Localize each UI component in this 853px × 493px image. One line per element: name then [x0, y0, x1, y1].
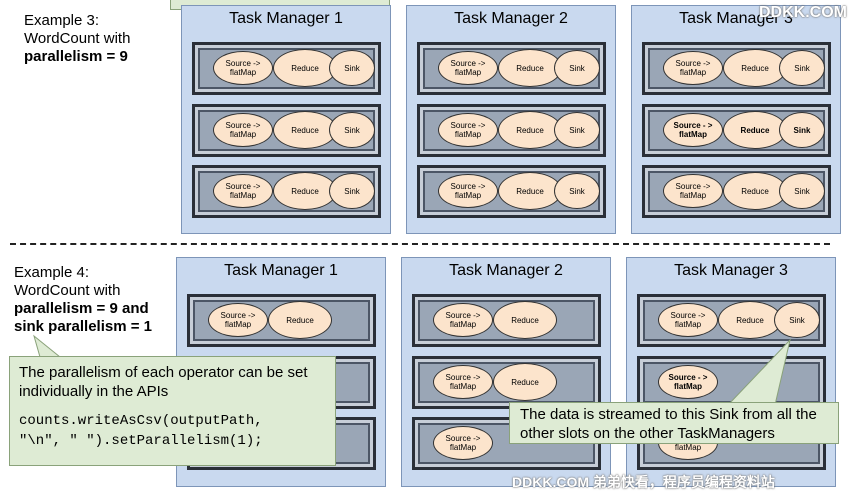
ex3-task-manager-2: Task Manager 2 Source -> flatMap Reduce …: [406, 5, 616, 234]
ex4-tm2-slot-2: Source -> flatMap Reduce: [412, 356, 601, 409]
sink-operator: Sink: [774, 302, 820, 338]
source-flatmap-operator: Source -> flatMap: [663, 174, 723, 208]
example4-line2: WordCount with: [14, 282, 121, 299]
ex3-tm3-slot-1: Source -> flatMap Reduce Sink: [642, 42, 831, 95]
watermark-top: DDKK.COM: [759, 4, 847, 21]
ex3-task-manager-3: Task Manager 3 Source -> flatMap Reduce …: [631, 5, 841, 234]
code-line-1: counts.writeAsCsv(outputPath,: [19, 413, 263, 429]
ex3-tm3-slot-3: Source -> flatMap Reduce Sink: [642, 165, 831, 218]
source-flatmap-operator: Source -> flatMap: [438, 113, 498, 147]
sink-operator: Sink: [329, 50, 375, 86]
sink-operator: Sink: [779, 50, 825, 86]
source-flatmap-operator: Source -> flatMap: [433, 365, 493, 399]
reduce-operator: Reduce: [498, 111, 562, 149]
sink-operator: Sink: [329, 112, 375, 148]
source-flatmap-operator: Source -> flatMap: [213, 51, 273, 85]
ex3-task-manager-1: Task Manager 1 Source -> flatMap Reduce …: [181, 5, 391, 234]
ex3-tm2-slot-1: Source -> flatMap Reduce Sink: [417, 42, 606, 95]
ex3-tm1-slot-1: Source -> flatMap Reduce Sink: [192, 42, 381, 95]
left-callout-pointer: [33, 334, 62, 358]
sink-operator: Sink: [779, 112, 825, 148]
parallelism-code-snippet: counts.writeAsCsv(outputPath, "\n", " ").…: [19, 411, 326, 451]
section-divider: [10, 243, 830, 245]
ex4-tm1-slot-1: Source -> flatMap Reduce: [187, 294, 376, 347]
sink-operator: Sink: [554, 112, 600, 148]
ex4-task-manager-3: Task Manager 3 Source -> flatMap Reduce …: [626, 257, 836, 487]
example4-line4: sink parallelism = 1: [14, 318, 152, 335]
reduce-operator: Reduce: [493, 363, 557, 401]
source-flatmap-operator: Source - > flatMap: [663, 113, 723, 147]
code-line-2: "\n", " ").setParallelism(1);: [19, 433, 263, 449]
ex3-tm3-title: Task Manager 3: [679, 10, 793, 27]
example3-line2: WordCount with: [24, 30, 131, 47]
ex4-tm3-title: Task Manager 3: [674, 262, 788, 279]
ex4-tm3-slot-2: Source - > flatMap: [637, 356, 826, 409]
ex3-tm2-title: Task Manager 2: [454, 10, 568, 27]
source-flatmap-operator: Source -> flatMap: [213, 113, 273, 147]
source-flatmap-operator: Source -> flatMap: [433, 426, 493, 460]
source-flatmap-operator: Source -> flatMap: [208, 303, 268, 337]
ex3-tm1-title: Task Manager 1: [229, 10, 343, 27]
reduce-operator: Reduce: [493, 301, 557, 339]
source-flatmap-operator: Source -> flatMap: [438, 174, 498, 208]
source-flatmap-operator: Source -> flatMap: [658, 303, 718, 337]
sink-operator: Sink: [779, 173, 825, 209]
sink-stream-callout-text: The data is streamed to this Sink from a…: [520, 406, 817, 442]
sink-stream-callout: The data is streamed to this Sink from a…: [509, 402, 839, 444]
sink-operator: Sink: [554, 173, 600, 209]
ex3-tm1-slot-3: Source -> flatMap Reduce Sink: [192, 165, 381, 218]
ex4-tm2-title: Task Manager 2: [449, 262, 563, 279]
reduce-operator: Reduce: [718, 301, 782, 339]
right-callout-pointer: [726, 338, 791, 406]
source-flatmap-operator: Source -> flatMap: [213, 174, 273, 208]
example3-line1: Example 3:: [24, 12, 100, 29]
sink-operator: Sink: [329, 173, 375, 209]
reduce-operator: Reduce: [268, 301, 332, 339]
ex3-tm2-slot-2: Source -> flatMap Reduce Sink: [417, 104, 606, 157]
reduce-operator: Reduce: [273, 172, 337, 210]
example3-label: Example 3: WordCount with parallelism = …: [24, 12, 130, 66]
reduce-operator: Reduce: [273, 49, 337, 87]
ex4-tm1-title: Task Manager 1: [224, 262, 338, 279]
reduce-operator: Reduce: [723, 49, 787, 87]
reduce-operator: Reduce: [723, 111, 787, 149]
ex3-tm3-slot-2: Source - > flatMap Reduce Sink: [642, 104, 831, 157]
reduce-operator: Reduce: [273, 111, 337, 149]
example4-label: Example 4: WordCount with parallelism = …: [14, 264, 152, 336]
parallelism-callout: The parallelism of each operator can be …: [9, 356, 336, 466]
sink-operator: Sink: [554, 50, 600, 86]
ex4-tm2-slot-1: Source -> flatMap Reduce: [412, 294, 601, 347]
example3-line3: parallelism = 9: [24, 48, 128, 65]
ex4-task-manager-2: Task Manager 2 Source -> flatMap Reduce …: [401, 257, 611, 487]
reduce-operator: Reduce: [498, 49, 562, 87]
watermark-bottom: DDKK.COM 弟弟快看，程序员编程资料站: [512, 474, 775, 490]
source-flatmap-operator: Source -> flatMap: [433, 303, 493, 337]
source-flatmap-operator: Source -> flatMap: [663, 51, 723, 85]
reduce-operator: Reduce: [498, 172, 562, 210]
parallelism-callout-text: The parallelism of each operator can be …: [19, 364, 308, 400]
ex3-tm2-slot-3: Source -> flatMap Reduce Sink: [417, 165, 606, 218]
ex4-tm3-slot-1: Source -> flatMap Reduce Sink: [637, 294, 826, 347]
ex3-tm1-slot-2: Source -> flatMap Reduce Sink: [192, 104, 381, 157]
example4-line3: parallelism = 9 and: [14, 300, 149, 317]
example4-line1: Example 4:: [14, 264, 90, 281]
source-flatmap-operator: Source - > flatMap: [658, 365, 718, 399]
source-flatmap-operator: Source -> flatMap: [438, 51, 498, 85]
